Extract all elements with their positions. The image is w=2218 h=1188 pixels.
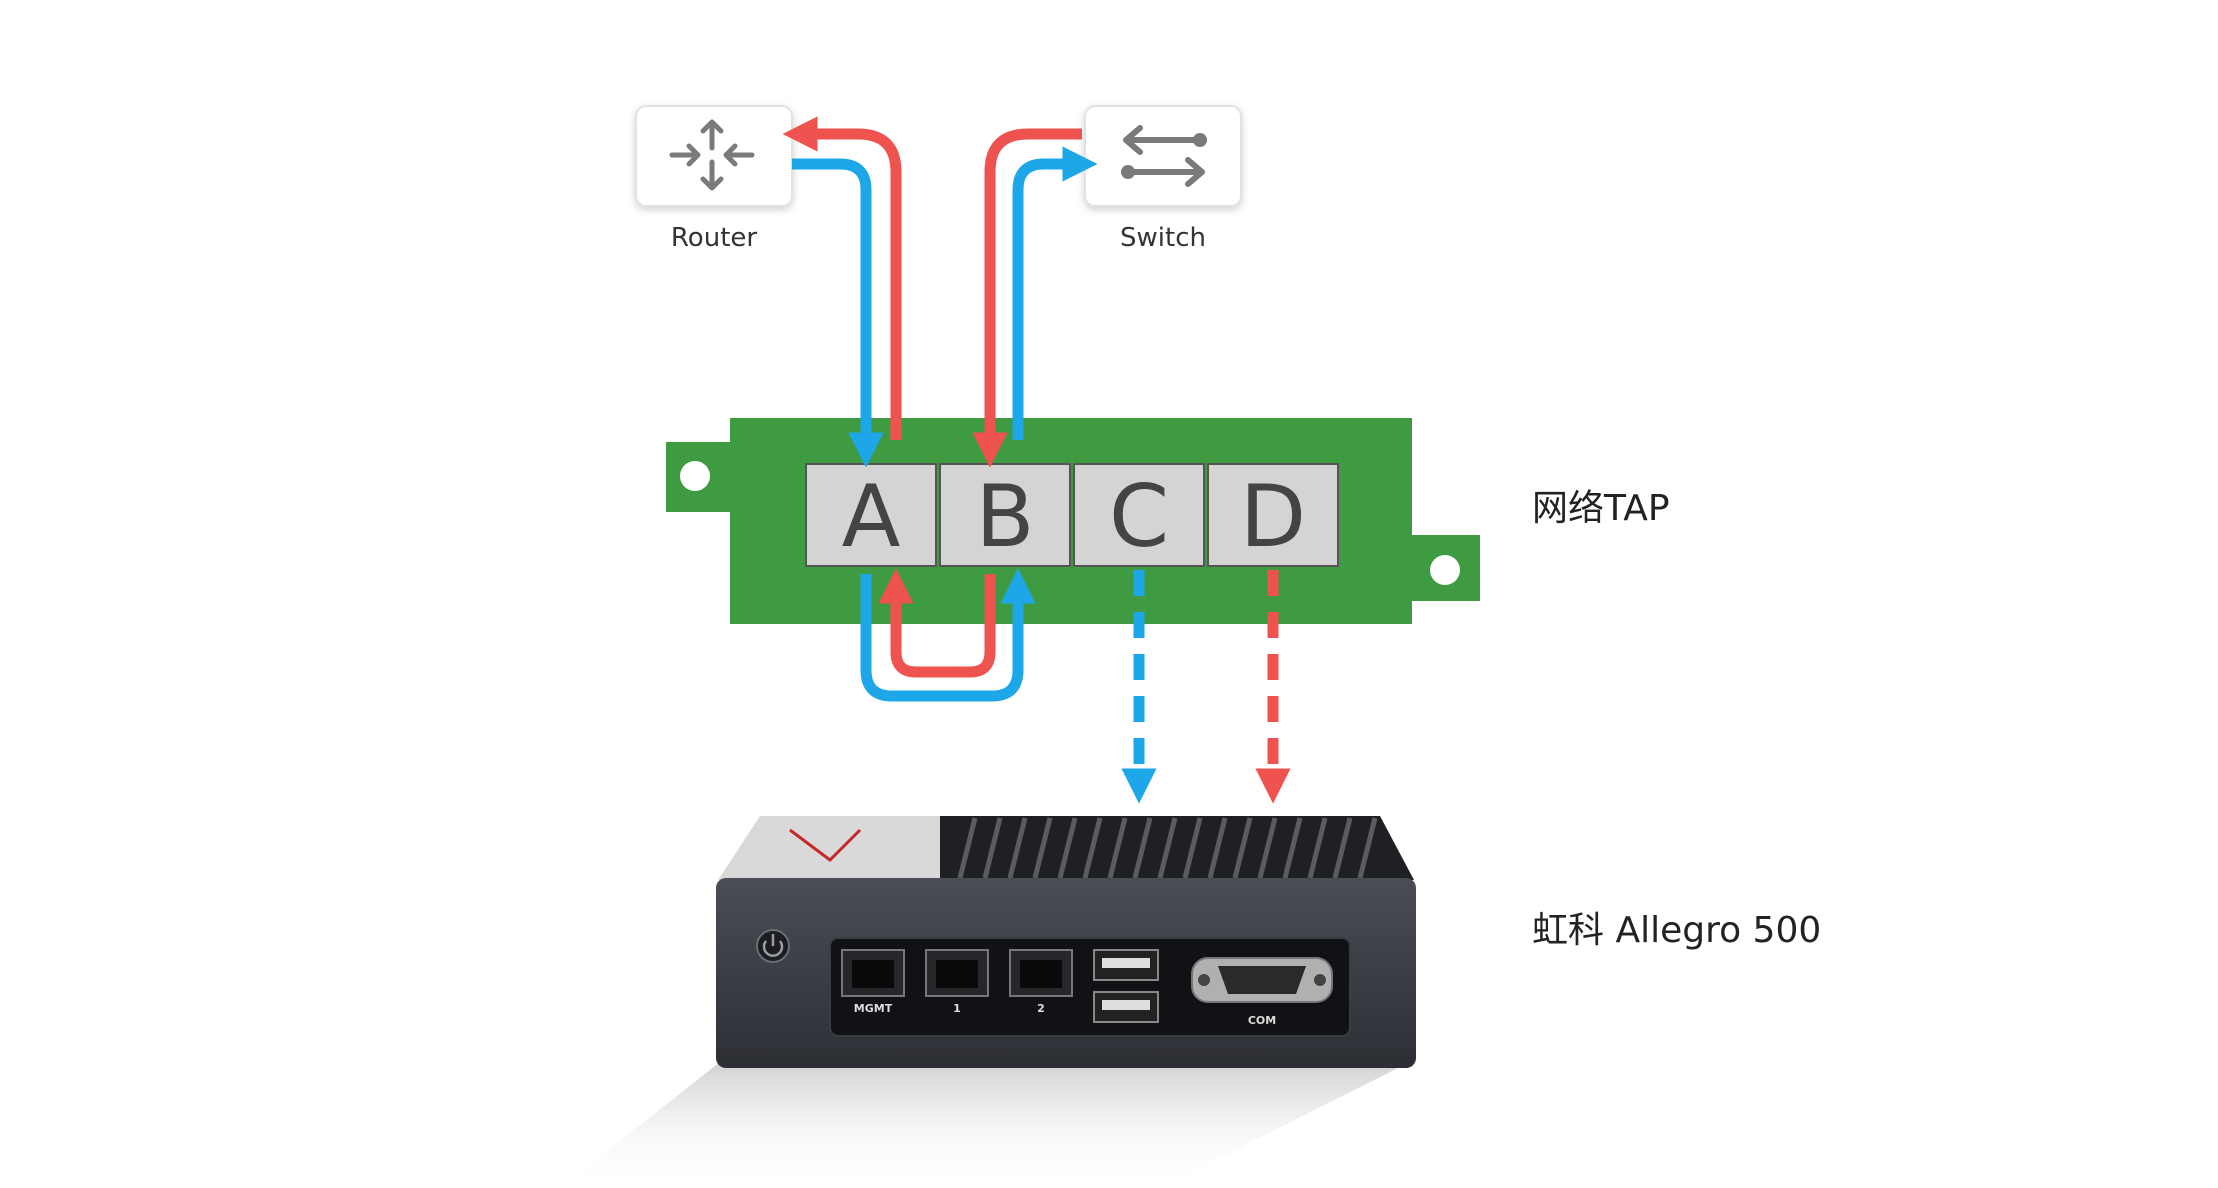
- loop-a-to-b-blue: [860, 568, 1036, 702]
- appliance-shadow: [560, 1062, 1410, 1188]
- loop-b-to-a-red: [878, 568, 996, 678]
- ethernet-port-1[interactable]: [925, 949, 989, 997]
- flow-router-to-a: [792, 158, 884, 468]
- traffic-flows: [782, 116, 1291, 804]
- port-a-letter: A: [842, 467, 901, 567]
- router-label: Router: [671, 223, 757, 253]
- router-icon: [669, 119, 755, 191]
- port-2-label: 2: [1037, 1002, 1045, 1015]
- port-c-letter: C: [1109, 467, 1169, 567]
- port-b-letter: B: [976, 467, 1035, 567]
- usb-port[interactable]: [1093, 991, 1159, 1023]
- tap-port-d: D: [1207, 463, 1339, 567]
- com-port[interactable]: [1191, 957, 1333, 1003]
- switch-device: Switch: [1084, 105, 1242, 253]
- tap-port-b: B: [939, 463, 1071, 567]
- switch-label: Switch: [1120, 223, 1206, 253]
- com-port-label: COM: [1248, 1014, 1276, 1027]
- flow-b-to-switch: [1012, 146, 1098, 440]
- mount-hole: [1430, 555, 1460, 585]
- router-device: Router: [635, 105, 793, 253]
- ethernet-port-mgmt[interactable]: [841, 949, 905, 997]
- tap-port-a: A: [805, 463, 937, 567]
- appliance-label: 虹科 Allegro 500: [1532, 910, 1821, 951]
- mgmt-port-label: MGMT: [854, 1002, 893, 1015]
- flow-a-to-router: [782, 116, 902, 440]
- port-1-label: 1: [953, 1002, 961, 1015]
- mount-hole: [680, 461, 710, 491]
- switch-icon: [1121, 125, 1207, 187]
- network-tap: A B C D: [666, 418, 1480, 624]
- flow-switch-to-b: [972, 128, 1082, 468]
- heatsink-fins: [957, 817, 1378, 879]
- allegro-appliance: MGMT 1 2 COM: [560, 816, 1416, 1188]
- ethernet-port-2[interactable]: [1009, 949, 1073, 997]
- usb-port[interactable]: [1093, 949, 1159, 981]
- tap-port-c: C: [1073, 463, 1205, 567]
- power-button[interactable]: [756, 929, 790, 963]
- tap-label: 网络TAP: [1532, 488, 1670, 529]
- port-d-letter: D: [1240, 467, 1306, 567]
